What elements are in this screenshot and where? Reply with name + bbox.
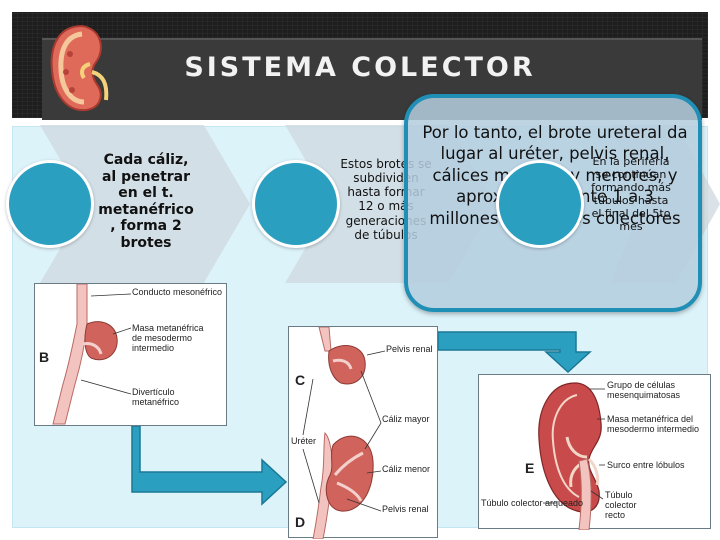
kidney-logo-icon [50,24,109,112]
header-band [12,12,708,120]
page-title: SISTEMA COLECTOR [184,52,536,83]
figure-b-drawing [52,284,132,425]
figure-e-drawing [538,382,605,530]
figure-cd-panel: Pelvis renal Cáliz mayor Cáliz menor Pel… [288,326,438,539]
step-2-circle [252,160,340,248]
callout-text: Por lo tanto, el brote ureteral da lugar… [422,123,688,228]
figure-d-letter: D [295,514,306,530]
summary-callout [404,94,702,312]
figure-b-label-1: Conducto mesonéfrico [132,287,223,297]
figure-e-label-2: Masa metanéfrica del mesodermo intermedi… [607,414,700,434]
figure-cd-label-5: Uréter [291,436,317,446]
figure-e-letter: E [525,460,535,476]
figure-cd-label-3: Cáliz menor [382,464,431,474]
figure-b-label-2: Masa metanéfrica de mesodermo intermedio [132,323,204,353]
figure-e-label-4: Túbulo colector arqueado [481,498,584,508]
figure-b-panel: Conducto mesonéfrico Masa metanéfrica de… [34,283,227,426]
figure-c-letter: C [295,372,306,388]
step-1-circle [6,160,94,248]
step-1-text: Cada cáliz, al penetrar en el t. metanéf… [98,152,194,251]
figure-cd-label-4: Pelvis renal [382,504,429,514]
figure-e-label-5: Túbulo colector recto [605,490,637,520]
figure-cd-drawing [302,327,386,539]
figure-e-panel: Grupo de células mesenquimatosas Masa me… [478,374,711,530]
figure-e-label-3: Surco entre lóbulos [607,460,685,470]
figure-b-letter: B [39,349,50,365]
figure-cd-label-1: Pelvis renal [386,344,433,354]
figure-b-label-3: Divertículo metanéfrico [132,387,180,407]
step-3-circle [496,160,584,248]
figure-cd-label-2: Cáliz mayor [382,414,430,424]
step-3-text: En la periferia se continúan formando má… [591,155,671,233]
figure-e-label-1: Grupo de células mesenquimatosas [607,380,681,400]
